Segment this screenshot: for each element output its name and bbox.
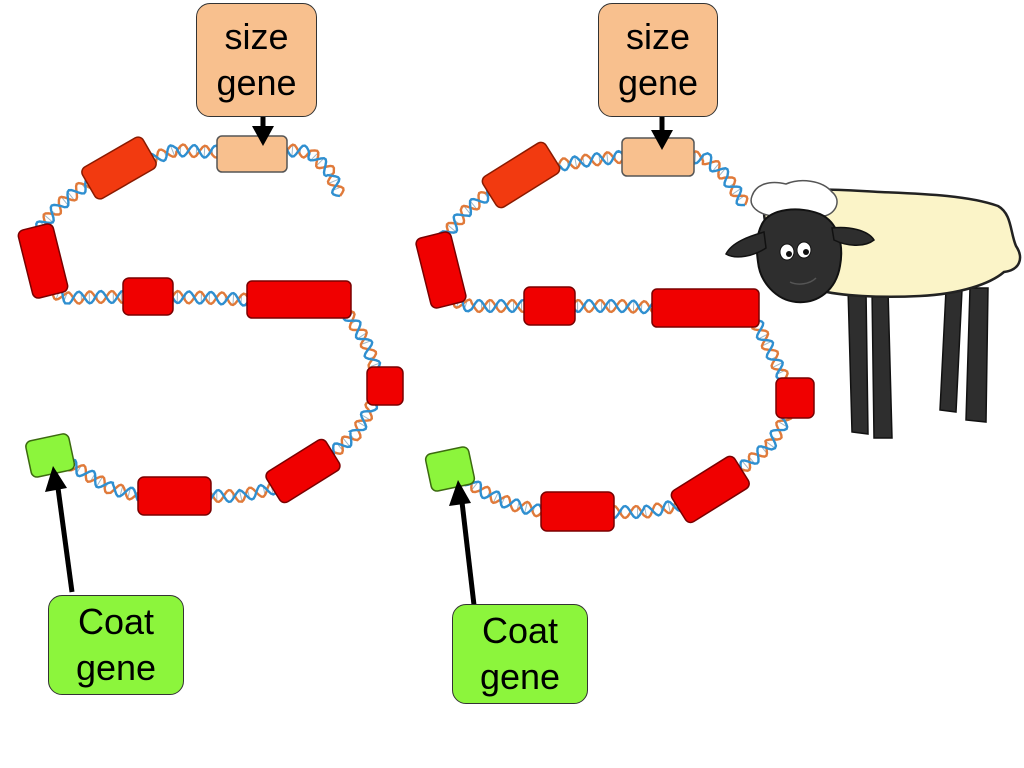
gene-block xyxy=(651,288,760,328)
label-line: gene xyxy=(617,62,699,103)
gene-block xyxy=(265,438,341,504)
gene-block xyxy=(523,286,576,326)
gene-block xyxy=(415,231,467,309)
gene-block xyxy=(775,377,815,419)
sheep-icon xyxy=(725,179,1022,439)
dna-strand-right xyxy=(429,149,799,520)
label-line: gene xyxy=(479,656,561,697)
label-line: gene xyxy=(216,62,297,103)
gene-block xyxy=(246,280,352,319)
gene-block xyxy=(366,366,404,406)
size-gene-label-left: size gene xyxy=(196,3,317,117)
gene-block xyxy=(481,141,561,209)
size-gene-block xyxy=(621,137,695,177)
chromosome-left xyxy=(17,135,404,516)
label-line: gene xyxy=(75,647,157,688)
size-gene-block xyxy=(216,135,288,173)
gene-block xyxy=(137,476,212,516)
size-gene-label-right: size gene xyxy=(598,3,718,117)
gene-block xyxy=(122,277,174,316)
coat-gene-block xyxy=(25,433,76,478)
coat-gene-block xyxy=(424,446,476,492)
coat-gene-label-left: Coat gene xyxy=(48,595,184,695)
chromosome-right xyxy=(415,137,815,532)
gene-block xyxy=(540,491,615,532)
label-line: size xyxy=(625,16,691,57)
gene-block xyxy=(17,223,69,299)
label-line: size xyxy=(224,16,289,57)
arrow-coat-right xyxy=(449,480,477,606)
label-line: Coat xyxy=(481,610,559,651)
arrow-coat-left xyxy=(45,466,75,593)
gene-block xyxy=(81,136,157,200)
coat-gene-label-right: Coat gene xyxy=(452,604,588,704)
label-line: Coat xyxy=(77,601,155,642)
gene-block xyxy=(670,455,750,524)
